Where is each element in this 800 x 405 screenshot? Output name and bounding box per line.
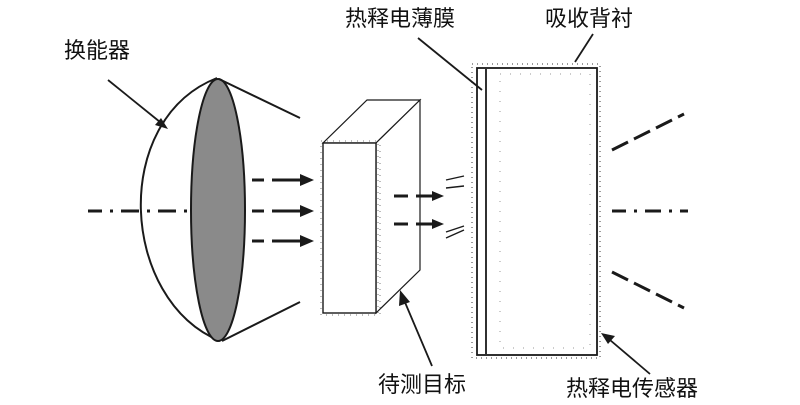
sensor-dots-outer: [471, 63, 601, 359]
chevron-line: [445, 225, 465, 233]
arrowhead-icon: [601, 333, 615, 344]
transmitted-arrows: [394, 191, 444, 229]
target-block: [320, 98, 422, 318]
arrowhead-icon: [155, 118, 168, 129]
label-pyro-sensor: 热释电传感器: [566, 377, 698, 402]
emission-lower: [633, 281, 651, 293]
target-front-face: [322, 142, 377, 314]
emission-lines: [611, 112, 685, 310]
sensor-dots-inner: [499, 73, 591, 349]
emission-upper: [655, 118, 673, 130]
leader-lines: [107, 33, 651, 375]
label-pyro-film: 热释电薄膜: [345, 7, 455, 32]
leader-pyro-sensor: [609, 339, 651, 375]
label-absorb-backing: 吸收背衬: [545, 7, 633, 32]
incident-arrows: [252, 174, 314, 247]
leader-transducer: [107, 79, 161, 123]
arrowhead-icon: [432, 219, 444, 229]
beam-lower-edge: [221, 301, 301, 342]
emission-upper: [611, 140, 629, 152]
chevron-line: [445, 175, 465, 181]
chevron-line: [445, 185, 465, 189]
arrowhead-icon: [300, 235, 314, 247]
arrowhead-icon: [399, 290, 410, 306]
leader-target: [403, 299, 433, 367]
emission-lower: [677, 303, 685, 310]
beam-chevrons: [445, 175, 465, 239]
emission-lower: [611, 270, 629, 282]
pyro-sensor: [471, 63, 601, 359]
label-transducer: 换能器: [64, 39, 130, 64]
emission-upper: [677, 112, 685, 119]
leader-pyro-film: [417, 37, 483, 91]
beam-upper-edge: [218, 78, 301, 119]
transducer-housing: [139, 77, 221, 342]
arrowhead-icon: [432, 191, 444, 201]
leader-absorb-backing: [574, 33, 594, 63]
label-target: 待测目标: [378, 373, 466, 398]
arrowhead-icon: [300, 205, 314, 217]
transducer: [139, 77, 301, 342]
sensor-body: [476, 67, 598, 356]
chevron-line: [445, 229, 465, 239]
emission-upper: [633, 129, 651, 141]
arrowhead-icon: [300, 174, 314, 186]
target-front-dots: [320, 140, 379, 316]
emission-lower: [655, 292, 673, 304]
transducer-lens: [190, 78, 246, 342]
